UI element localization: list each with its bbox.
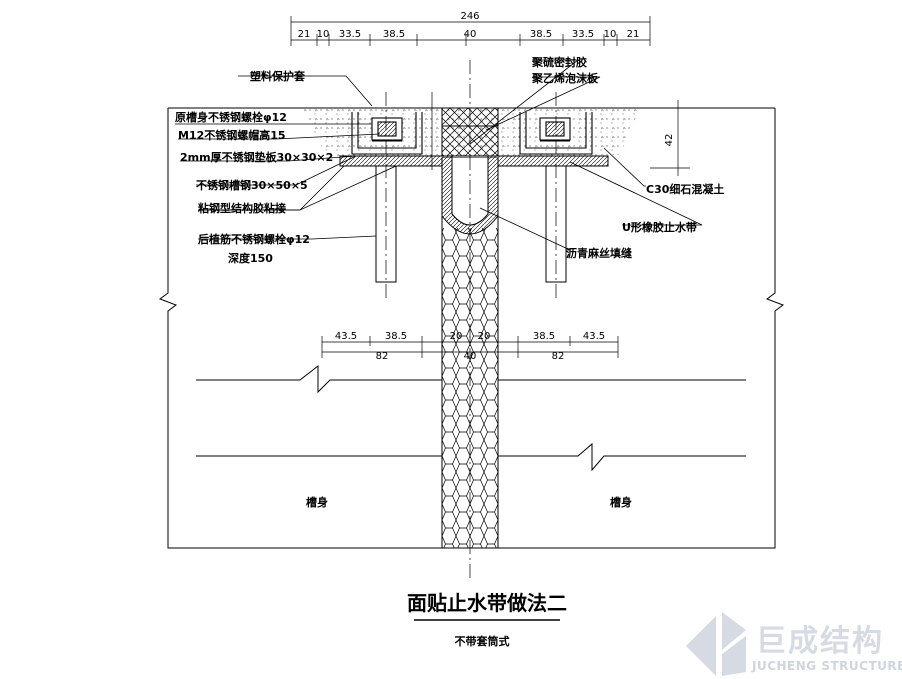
logo-chinese: 巨成结构: [756, 624, 884, 659]
dim-mid-1: 43.5: [335, 331, 357, 342]
dim-seg-5: 40: [464, 29, 477, 40]
dim-seg-3: 33.5: [339, 29, 361, 40]
label-sealant: 聚硫密封胶: [531, 55, 587, 69]
label-u-strip: U形橡胶止水带: [622, 220, 697, 234]
label-plastic-cap: 塑料保护套: [250, 69, 306, 83]
label-anchor-bolt: 后植筋不锈钢螺栓φ12: [198, 232, 310, 246]
label-right-body: 槽身: [610, 495, 632, 509]
label-foam: 聚乙烯泡沫板: [531, 71, 599, 85]
dim-mid-4: 20: [478, 331, 491, 342]
dim-mid-5: 38.5: [533, 331, 555, 342]
brand-logo: 巨成结构 JUCHENG STRUCTURE: [686, 612, 902, 676]
dim-mid-6: 43.5: [583, 331, 605, 342]
label-anchor-depth: 深度150: [228, 251, 273, 265]
left-steel-channel: [351, 112, 423, 155]
label-concrete: C30细石混凝土: [646, 182, 724, 196]
dim-mid-3: 20: [450, 331, 463, 342]
dim-low-2: 40: [464, 351, 477, 362]
dim-low-3: 82: [552, 351, 565, 362]
label-nut: M12不锈钢螺帽高15: [178, 128, 286, 142]
label-adhesive: 粘钢型结构胶粘接: [198, 201, 286, 215]
label-asphalt: 沥青麻丝填缝: [566, 246, 632, 260]
drawing-subtitle: 不带套筒式: [455, 634, 510, 648]
dim-seg-6: 38.5: [530, 29, 552, 40]
dim-seg-1: 21: [298, 29, 311, 40]
dim-low-1: 82: [376, 351, 389, 362]
break-lines: [196, 364, 746, 472]
mid-dimension-chain: [321, 336, 619, 358]
label-angle: 不锈钢槽钢30×50×5: [196, 178, 308, 192]
brand-logo-mark: [686, 612, 746, 676]
dim-seg-7: 33.5: [572, 29, 594, 40]
center-lines: [385, 60, 557, 580]
dim-seg-2: 10: [317, 29, 330, 40]
dim-seg-9: 21: [627, 29, 640, 40]
drawing-title: 面贴止水带做法二: [407, 591, 567, 615]
top-dimension-chain: [290, 16, 651, 46]
side-dimension: [431, 92, 690, 176]
label-groove-bolt: 原槽身不锈钢螺栓φ12: [175, 110, 287, 124]
dim-side-42: 42: [664, 134, 675, 147]
dim-seg-4: 38.5: [383, 29, 405, 40]
label-washer: 2mm厚不锈钢垫板30×30×2: [180, 150, 333, 164]
leader-lines: [175, 59, 703, 251]
dim-mid-2: 38.5: [385, 331, 407, 342]
dim-seg-8: 10: [604, 29, 617, 40]
dim-total: 246: [460, 11, 479, 22]
label-left-body: 槽身: [306, 495, 328, 509]
logo-english: JUCHENG STRUCTURE: [751, 659, 902, 673]
